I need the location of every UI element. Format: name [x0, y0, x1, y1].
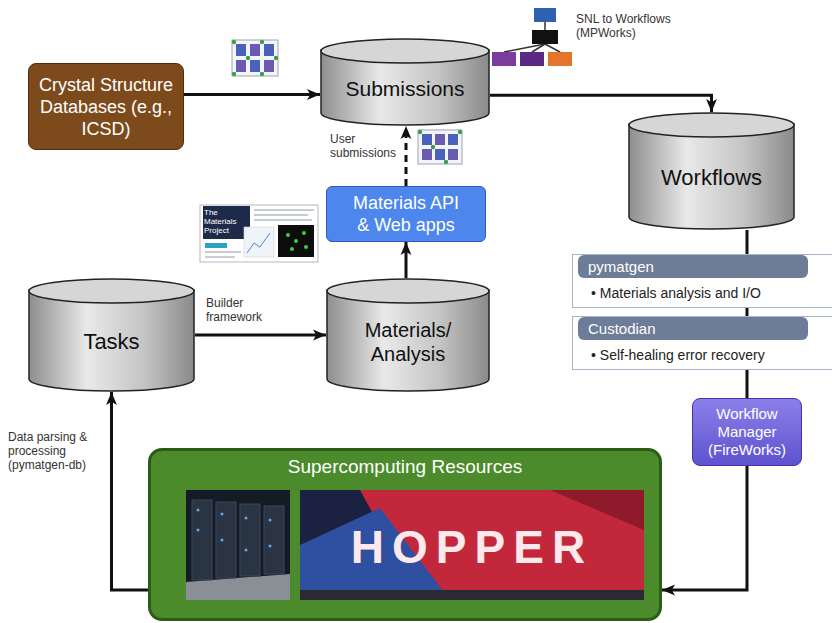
tool-panel: pymatgen • Materials analysis and I/O — [572, 254, 832, 308]
connector — [405, 126, 408, 186]
panel-heading: pymatgen — [578, 255, 808, 278]
connector — [184, 93, 320, 96]
cylinder-top — [629, 113, 794, 137]
cylinder-label: Tasks — [83, 329, 139, 355]
screenshot-title: The Materials Project — [204, 208, 248, 235]
server-photo — [186, 490, 290, 600]
cylinder-body — [327, 290, 489, 391]
database-cylinder: Tasks — [28, 278, 195, 392]
tool-panel: Custodian • Self-healing error recovery — [572, 316, 832, 370]
cylinder-top — [327, 279, 489, 303]
cylinder-body — [629, 124, 794, 229]
panel-bullet: • Self-healing error recovery — [591, 347, 765, 363]
box-label: Workflow Manager (FireWorks) — [699, 405, 795, 459]
database-box: Crystal Structure Databases (e.g., ICSD) — [28, 63, 184, 150]
connector — [195, 334, 326, 337]
connector — [662, 466, 747, 590]
supercomputer-photo — [300, 490, 644, 600]
cylinder-label: Materials/ Analysis — [340, 318, 476, 366]
database-cylinder: Workflows — [628, 112, 795, 230]
website-screenshot — [200, 205, 318, 262]
cylinder-top — [321, 39, 489, 63]
workflow-icon — [492, 8, 572, 66]
edge-label: User submissions — [330, 132, 400, 160]
cylinder-top — [29, 279, 194, 303]
cylinder-body — [29, 290, 194, 391]
manager-box: Workflow Manager (FireWorks) — [692, 398, 802, 466]
connector — [112, 392, 149, 590]
box-label: Crystal Structure Databases (e.g., ICSD) — [35, 74, 177, 140]
panel-bullet: • Materials analysis and I/O — [591, 285, 761, 301]
panel-fill — [149, 449, 661, 620]
edge-label: Data parsing & processing (pymatgen-db) — [8, 430, 104, 472]
cylinder-label: Workflows — [661, 165, 762, 191]
crystal-icon — [418, 130, 462, 164]
machine-name: HOPPER — [300, 520, 644, 574]
box-label: Materials API & Web apps — [349, 192, 463, 236]
cylinder-label: Submissions — [345, 77, 464, 101]
database-cylinder: Submissions — [320, 38, 490, 126]
database-cylinder: Materials/ Analysis — [326, 278, 490, 392]
connector — [405, 242, 408, 278]
connector — [490, 95, 712, 112]
panel-title: Supercomputing Resources — [288, 456, 522, 478]
api-box: Materials API & Web apps — [326, 186, 486, 242]
panel-heading: Custodian — [578, 317, 808, 340]
edge-label: Builder framework — [206, 296, 276, 324]
crystal-icon — [232, 40, 278, 76]
edge-label: SNL to Workflows (MPWorks) — [576, 12, 684, 40]
